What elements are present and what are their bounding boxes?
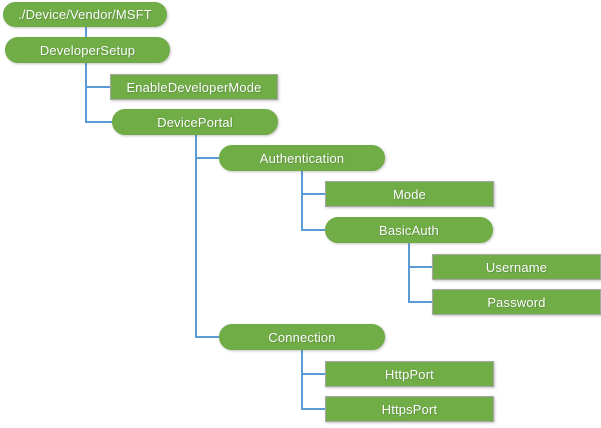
tree-node-connection[interactable]: Connection (219, 324, 385, 350)
tree-node-deviceportal[interactable]: DevicePortal (112, 109, 278, 135)
tree-node-basicauth[interactable]: BasicAuth (325, 217, 493, 243)
tree-node-httpsport[interactable]: HttpsPort (325, 396, 494, 422)
connector-basicauth-to-password (408, 242, 433, 303)
tree-node-authentication[interactable]: Authentication (219, 145, 385, 171)
tree-node-mode[interactable]: Mode (325, 181, 494, 207)
tree-node-httpport[interactable]: HttpPort (325, 361, 494, 387)
tree-node-root[interactable]: ./Device/Vendor/MSFT (3, 2, 167, 27)
tree-node-enabledevelopermode[interactable]: EnableDeveloperMode (110, 74, 278, 100)
tree-node-password[interactable]: Password (432, 289, 601, 315)
tree-node-developersetup[interactable]: DeveloperSetup (5, 37, 170, 63)
connector-developersetup-to-deviceportal (85, 62, 113, 123)
connector-connection-to-httpport (301, 349, 326, 375)
connector-developersetup-to-enabledevelopermode (85, 62, 111, 88)
connector-deviceportal-to-connection (195, 134, 220, 338)
connector-connection-to-httpsport (301, 349, 326, 410)
connector-basicauth-to-username (408, 242, 433, 268)
tree-node-username[interactable]: Username (432, 254, 601, 280)
connector-authentication-to-basicauth (301, 170, 326, 231)
connector-authentication-to-mode (301, 170, 326, 195)
connector-deviceportal-to-authentication (195, 134, 220, 159)
